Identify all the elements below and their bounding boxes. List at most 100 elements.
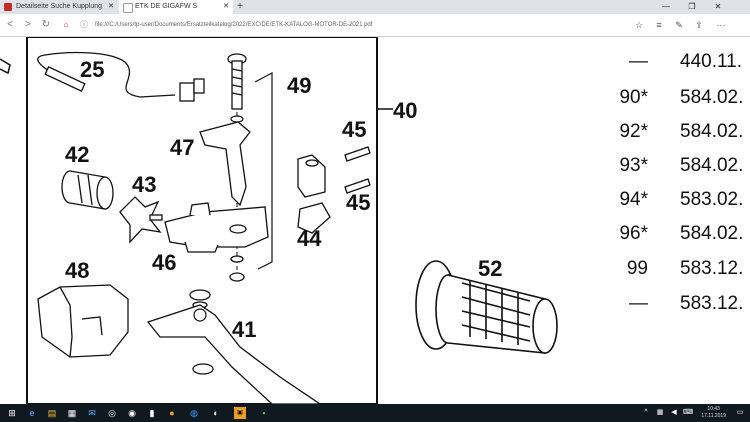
explorer-icon[interactable]: ▤ xyxy=(47,408,57,418)
tab-pdf-icon xyxy=(123,3,133,13)
position-number: 90* xyxy=(619,87,648,108)
media-icon[interactable]: ◎ xyxy=(108,408,116,418)
hand-lever-part xyxy=(146,304,322,404)
favorites-star-icon[interactable]: ☆ xyxy=(634,20,644,30)
app-icon[interactable]: ● xyxy=(169,408,175,418)
reading-list-icon[interactable]: ≡ xyxy=(656,20,662,30)
keyboard-icon[interactable]: ⌨ xyxy=(682,409,694,416)
part-label-49: 49 xyxy=(287,73,312,98)
tab-title: ETK DE GIGAFW S xyxy=(135,3,198,10)
part-label-48: 48 xyxy=(65,258,90,283)
part-number: 584.02. xyxy=(680,87,744,108)
part-label-52: 52 xyxy=(478,256,503,281)
dust-cover-part xyxy=(37,284,129,358)
part-label-42: 42 xyxy=(65,142,90,167)
part-number: 440.11. xyxy=(680,51,742,72)
adjuster-sleeve-part xyxy=(61,170,114,210)
lever-pivot-icon xyxy=(193,308,207,322)
parts-list-row: 94* 583.02. xyxy=(600,188,750,212)
new-tab-button[interactable]: + xyxy=(237,1,243,12)
tab-title: Detailseite Suche Kupplung xyxy=(16,3,103,10)
pdf-page: 25 49 47 45 42 43 45 44 48 46 41 52 40 —… xyxy=(0,37,750,404)
parts-list-row: 96* 584.02. xyxy=(600,222,750,246)
network-icon[interactable]: ▦ xyxy=(656,409,664,416)
partial-part-left xyxy=(0,58,11,75)
more-menu-icon[interactable]: ⋯ xyxy=(716,20,726,30)
url-input[interactable]: file:///C:/Users/tp-user/Documents/Ersat… xyxy=(95,22,373,28)
bolt-part xyxy=(227,53,247,110)
minimize-button[interactable]: — xyxy=(662,2,670,11)
part-number: 583.12. xyxy=(680,293,744,314)
notifications-icon[interactable]: ▭ xyxy=(736,409,744,416)
clock-date: 17.11.2019 xyxy=(701,413,726,419)
clock[interactable]: 10:43 17.11.2019 xyxy=(701,406,726,420)
parts-list-row: 99 583.12. xyxy=(600,257,750,281)
handlebar-grip-part xyxy=(415,260,558,354)
settings-icon[interactable]: ▪ xyxy=(262,408,266,418)
part-label-41: 41 xyxy=(232,317,257,342)
mail-icon[interactable]: ✉ xyxy=(88,408,96,418)
browser-titlebar: Detailseite Suche Kupplung ✕ ETK DE GIGA… xyxy=(0,0,750,14)
close-window-button[interactable]: ✕ xyxy=(714,2,722,11)
part-number: 584.02. xyxy=(680,121,744,142)
assembly-label-40: 40 xyxy=(393,98,418,123)
part-label-46: 46 xyxy=(152,250,177,275)
part-number: 584.02. xyxy=(680,155,744,176)
tab-etk[interactable]: ETK DE GIGAFW S ✕ xyxy=(119,0,233,14)
browser-icon[interactable]: ◍ xyxy=(190,408,198,418)
position-number: 99 xyxy=(626,258,648,279)
terminal-icon[interactable]: ▮ xyxy=(149,408,155,418)
assembly-frame xyxy=(26,37,378,404)
clock-time: 10:43 xyxy=(707,406,720,412)
tab-detailseite[interactable]: Detailseite Suche Kupplung ✕ xyxy=(0,0,118,14)
tray-arrow-icon[interactable]: ^ xyxy=(644,409,648,416)
part-label-45-bottom: 45 xyxy=(346,190,371,215)
tab-favicon-icon xyxy=(4,3,12,11)
reload-button[interactable]: ↻ xyxy=(41,19,51,30)
taskbar: ⊞ e ▤ ▦ ✉ ◎ ◉ ▮ ● ◍ ◐ ▣ ▪ ^ ▦ ◀ ⌨ 10:43 … xyxy=(0,404,750,422)
washer-part xyxy=(230,115,244,123)
folder-icon[interactable]: ▣ xyxy=(234,407,246,419)
file-icon: ⓘ xyxy=(80,20,88,29)
position-number: — xyxy=(629,51,648,72)
part-label-44: 44 xyxy=(297,226,322,251)
home-icon[interactable]: ⌂ xyxy=(63,20,69,29)
forward-button[interactable]: > xyxy=(25,19,31,30)
part-label-43: 43 xyxy=(132,172,157,197)
chrome-icon[interactable]: ◐ xyxy=(213,408,219,418)
lever-arm-part xyxy=(199,121,251,207)
exploded-parts-diagram xyxy=(0,37,558,404)
share-icon[interactable]: ⇪ xyxy=(695,20,703,30)
position-number: 94* xyxy=(619,189,648,210)
parts-list-row: — 583.12. xyxy=(600,292,750,316)
tab-close-icon[interactable]: ✕ xyxy=(108,3,114,10)
axis-bracket xyxy=(254,72,273,270)
position-number: — xyxy=(629,293,648,314)
maximize-button[interactable]: ❐ xyxy=(688,2,696,11)
address-bar: < > ↻ ⌂ ⓘ file:///C:/Users/tp-user/Docum… xyxy=(0,14,750,37)
parts-list-row: 92* 584.02. xyxy=(600,120,750,144)
position-number: 92* xyxy=(619,121,648,142)
edge-icon[interactable]: e xyxy=(29,408,35,418)
windows-icon[interactable]: ⊞ xyxy=(8,408,16,418)
position-number: 96* xyxy=(619,223,648,244)
clamp-housing-part xyxy=(164,202,269,253)
notes-icon[interactable]: ✎ xyxy=(675,20,683,30)
back-button[interactable]: < xyxy=(7,19,13,30)
split-clamp-part xyxy=(297,154,331,234)
part-label-45-top: 45 xyxy=(342,117,367,142)
camera-icon[interactable]: ◉ xyxy=(128,408,136,418)
sensor-cable-part xyxy=(37,51,205,102)
part-number: 583.12. xyxy=(680,258,744,279)
store-icon[interactable]: ▦ xyxy=(67,408,77,418)
tab-close-icon[interactable]: ✕ xyxy=(223,3,229,10)
position-number: 93* xyxy=(619,155,648,176)
part-number: 584.02. xyxy=(680,223,744,244)
part-label-47: 47 xyxy=(170,135,195,160)
parts-list-row: 90* 584.02. xyxy=(600,86,750,110)
parts-list-row: — 440.11. xyxy=(600,50,750,74)
adjuster-knob-part xyxy=(119,196,163,244)
parts-list-row: 93* 584.02. xyxy=(600,154,750,178)
volume-icon[interactable]: ◀ xyxy=(671,409,677,416)
part-label-25: 25 xyxy=(80,57,105,82)
